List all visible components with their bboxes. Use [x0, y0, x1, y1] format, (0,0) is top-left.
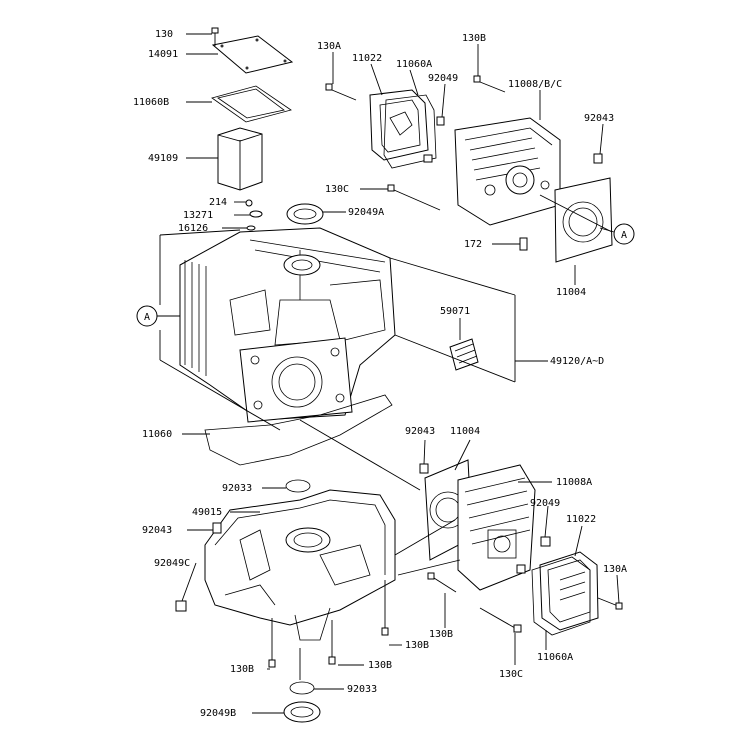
plug-172	[519, 237, 528, 251]
svg-text:A: A	[621, 230, 627, 241]
label-130B-bot: 130B	[368, 660, 392, 671]
bolt-130C-top	[387, 184, 441, 211]
breather-bolt	[211, 27, 219, 46]
seal-92049C	[175, 600, 187, 612]
bolt-130B-bot	[328, 620, 336, 665]
head-cover-gasket-right	[531, 556, 591, 636]
seal-92049A	[286, 203, 324, 225]
bolt-130B-mid	[427, 572, 457, 593]
label-11060B: 11060B	[133, 97, 169, 108]
head-cover-top	[369, 89, 429, 161]
bolt-130B-top	[473, 75, 506, 93]
label-59071: 59071	[440, 306, 470, 317]
pin-92043-top	[593, 153, 603, 164]
label-49120: 49120/A~D	[550, 356, 604, 367]
label-214: 214	[209, 197, 227, 208]
svg-text:A: A	[144, 312, 150, 323]
cylinder-head-top	[454, 117, 561, 226]
bolt-130A-top	[325, 83, 357, 101]
label-11060: 11060	[142, 429, 172, 440]
cylinder-face	[239, 337, 353, 423]
label-130C-bot: 130C	[499, 669, 523, 680]
label-92049-top: 92049	[428, 73, 458, 84]
bolt-130C-bot	[479, 607, 522, 633]
callout-a-left: A	[136, 305, 158, 327]
label-49109: 49109	[148, 153, 178, 164]
breather-filter	[217, 127, 263, 191]
small-92049-right	[516, 536, 551, 574]
label-92049C: 92049C	[154, 558, 190, 569]
label-16126: 16126	[178, 223, 208, 234]
cylinder-head-mid	[457, 464, 536, 591]
pin-92043-left	[212, 522, 222, 534]
label-92049B: 92049B	[200, 708, 236, 719]
label-130B-top: 130B	[462, 33, 486, 44]
label-92033-bot: 92033	[347, 684, 377, 695]
label-11008BC: 11008/B/C	[508, 79, 562, 90]
label-130B-mid: 130B	[429, 629, 453, 640]
breather-gasket	[211, 85, 292, 123]
seal-92049B	[283, 701, 321, 723]
label-92049-right: 92049	[530, 498, 560, 509]
oil-filter-59071	[449, 338, 479, 371]
label-130-top: 130	[155, 29, 173, 40]
label-130C-top: 130C	[325, 184, 349, 195]
label-11060A-top: 11060A	[396, 59, 432, 70]
label-14091: 14091	[148, 49, 178, 60]
head-cover-right	[539, 551, 599, 631]
label-92049A: 92049A	[348, 207, 384, 218]
label-92043-top: 92043	[584, 113, 614, 124]
bolt-130B-mid2	[381, 580, 389, 636]
oil-pan	[204, 489, 396, 641]
gasket-11004-top	[554, 177, 613, 263]
label-130A-right: 130A	[603, 564, 627, 575]
oring-92033-top	[285, 479, 311, 493]
gasket-11060	[204, 394, 393, 466]
label-11022-right: 11022	[566, 514, 596, 525]
label-11022-top: 11022	[352, 53, 382, 64]
label-92043-left: 92043	[142, 525, 172, 536]
label-92043-mid: 92043	[405, 426, 435, 437]
callout-a-right: A	[613, 223, 635, 245]
label-172: 172	[464, 239, 482, 250]
oring-92033-bot	[289, 681, 315, 695]
label-11008A: 11008A	[556, 477, 592, 488]
bolt-130B-left	[268, 618, 276, 668]
breather-cover	[211, 35, 294, 74]
label-92033-top: 92033	[222, 483, 252, 494]
label-49015: 49015	[192, 507, 222, 518]
small-92049-top	[423, 116, 445, 163]
label-11060A-bot: 11060A	[537, 652, 573, 663]
pin-92043-mid	[419, 463, 429, 474]
label-130B-left: 130B	[230, 664, 254, 675]
label-130A-top: 130A	[317, 41, 341, 52]
label-11004-top: 11004	[556, 287, 586, 298]
label-130B-mid2: 130B	[405, 640, 429, 651]
head-cover-gasket-top	[383, 94, 437, 169]
label-11004-mid: 11004	[450, 426, 480, 437]
label-13271: 13271	[183, 210, 213, 221]
